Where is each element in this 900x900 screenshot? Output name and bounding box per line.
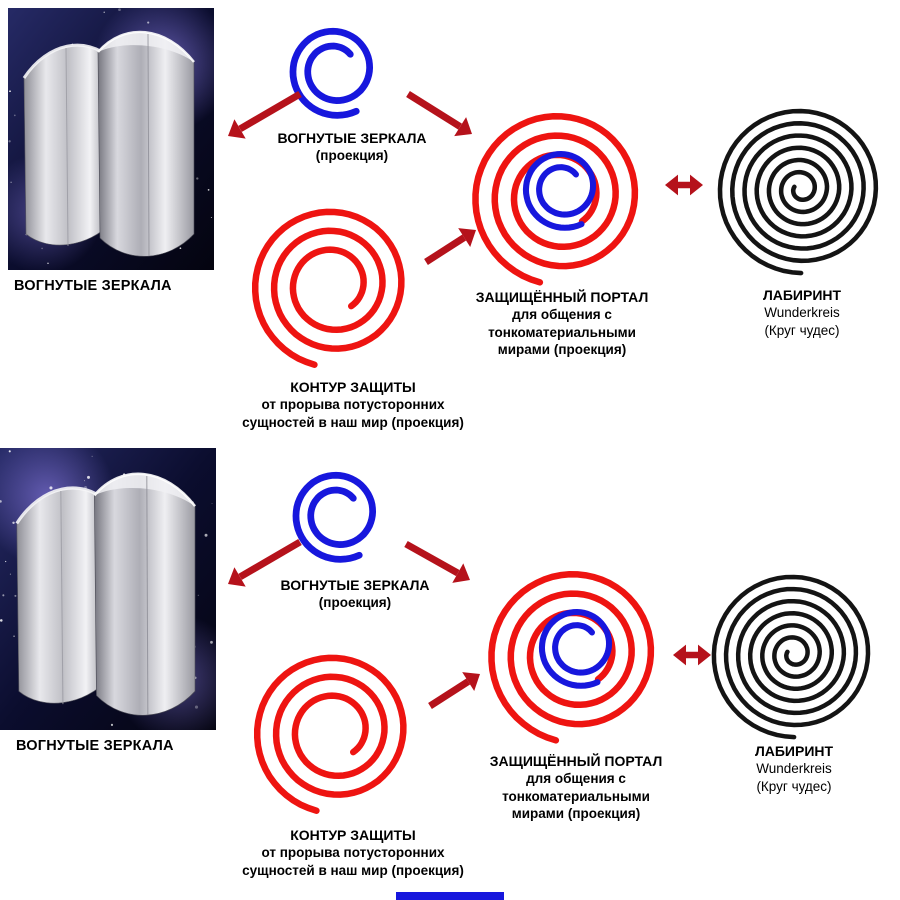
mirror-sheets — [15, 472, 197, 716]
double-arrow-portal-labyrinth — [673, 644, 711, 666]
protected-portal-label: ЗАЩИЩЁННЫЙ ПОРТАЛ для общения с тонкомат… — [438, 288, 686, 359]
mirrors-projection-title: ВОГНУТЫЕ ЗЕРКАЛА — [280, 577, 430, 593]
labyrinth-figure — [717, 108, 879, 276]
mirrors-photo-caption: ВОГНУТЫЕ ЗЕРКАЛА — [16, 738, 174, 754]
protection-contour-title: КОНТУР ЗАЩИТЫ — [290, 827, 416, 843]
protected-portal-figure — [472, 113, 639, 286]
protected-portal-title: ЗАЩИЩЁННЫЙ ПОРТАЛ — [489, 753, 663, 769]
double-arrow-portal-labyrinth — [665, 174, 703, 196]
mirrors-projection-title: ВОГНУТЫЕ ЗЕРКАЛА — [277, 130, 427, 146]
protected-portal-label: ЗАЩИЩЁННЫЙ ПОРТАЛ для общения с тонкомат… — [452, 752, 700, 823]
arrow-projection-to-portal — [404, 540, 470, 583]
protection-contour-line2: от прорыва потусторонних — [261, 845, 445, 861]
labyrinth-label: ЛАБИРИНТ Wunderkreis (Круг чудес) — [728, 286, 876, 339]
labyrinth-line2: Wunderkreis — [756, 761, 832, 777]
mirrors-projection-label: ВОГНУТЫЕ ЗЕРКАЛА (проекция) — [265, 576, 445, 612]
cropped-blue-fragment — [396, 892, 504, 900]
labyrinth-line3: (Круг чудес) — [764, 322, 840, 338]
protection-contour-line2: от прорыва потусторонних — [261, 397, 445, 413]
protected-portal-line2: для общения с тонкоматериальными — [488, 307, 636, 340]
concave-mirrors-photo — [0, 448, 216, 730]
mirrors-projection-subtitle: (проекция) — [315, 148, 389, 164]
labyrinth-label: ЛАБИРИНТ Wunderkreis (Круг чудес) — [720, 742, 868, 795]
labyrinth-line2: Wunderkreis — [764, 305, 840, 321]
mirrors-projection-subtitle: (проекция) — [318, 595, 392, 611]
mirror-sheets — [22, 30, 195, 257]
protection-contour-line3: сущностей в наш мир (проекция) — [242, 414, 464, 430]
protection-contour-spiral — [251, 208, 405, 368]
protected-portal-line3: мирами (проекция) — [511, 806, 641, 822]
arrow-contour-to-portal — [428, 672, 480, 709]
protection-contour-title: КОНТУР ЗАЩИТЫ — [290, 379, 416, 395]
labyrinth-title: ЛАБИРИНТ — [754, 743, 834, 759]
protection-contour-label: КОНТУР ЗАЩИТЫ от прорыва потусторонних с… — [228, 378, 478, 431]
labyrinth-title: ЛАБИРИНТ — [762, 287, 842, 303]
protection-contour-line3: сущностей в наш мир (проекция) — [242, 862, 464, 878]
arrow-projection-to-mirrors — [228, 538, 302, 587]
protected-portal-title: ЗАЩИЩЁННЫЙ ПОРТАЛ — [475, 289, 649, 305]
mirrors-projection-label: ВОГНУТЫЕ ЗЕРКАЛА (проекция) — [262, 129, 442, 165]
mirrors-projection-spiral — [292, 471, 377, 563]
arrow-contour-to-portal — [424, 228, 476, 265]
protection-contour-label: КОНТУР ЗАЩИТЫ от прорыва потусторонних с… — [228, 826, 478, 879]
protected-portal-line2: для общения с тонкоматериальными — [502, 771, 650, 804]
concave-mirrors-photo — [8, 8, 214, 270]
mirrors-photo-caption: ВОГНУТЫЕ ЗЕРКАЛА — [14, 278, 172, 294]
protection-contour-spiral — [253, 654, 407, 814]
protected-portal-figure — [488, 571, 655, 744]
protected-portal-line3: мирами (проекция) — [497, 342, 627, 358]
arrow-projection-to-portal — [406, 91, 472, 137]
arrow-projection-to-mirrors — [228, 90, 302, 139]
labyrinth-line3: (Круг чудес) — [756, 778, 832, 794]
mirrors-projection-spiral — [289, 27, 374, 119]
labyrinth-figure — [711, 574, 871, 740]
